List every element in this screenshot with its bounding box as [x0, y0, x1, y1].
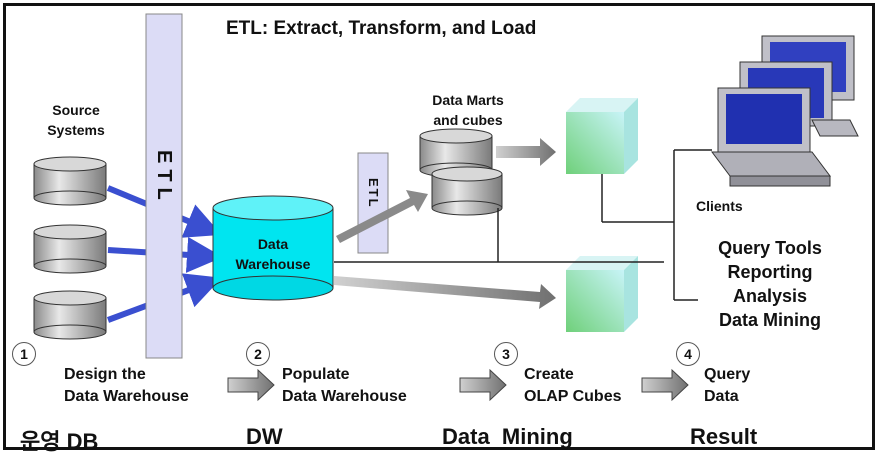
- category-dw: DW: [246, 424, 283, 449]
- data-marts-label: Data Marts and cubes: [432, 92, 504, 128]
- diagram-title: ETL: Extract, Transform, and Load: [226, 18, 537, 39]
- data-mart-cylinder-2: [431, 166, 503, 216]
- client-tools-list: Query Tools Reporting Analysis Data Mini…: [690, 236, 850, 332]
- step-4-number: 4: [676, 342, 700, 366]
- category-data-mining: Data Mining: [442, 424, 573, 449]
- category-operational-db: 운영 DB: [20, 429, 99, 454]
- step-3-label: Create OLAP Cubes: [524, 366, 622, 405]
- step-3-number: 3: [494, 342, 518, 366]
- source-db-2: [33, 224, 107, 274]
- client-tool-data-mining: Data Mining: [719, 310, 821, 330]
- client-tool-analysis: Analysis: [732, 286, 808, 306]
- source-db-1: [33, 156, 107, 206]
- source-db-3: [33, 290, 107, 340]
- etl-small-box: [357, 152, 389, 254]
- etl-small-label: ETL: [366, 178, 381, 209]
- client-tool-query: Query Tools: [718, 238, 822, 258]
- step-1-label: Design the Data Warehouse: [64, 366, 189, 405]
- arrow-to-cube-2: [334, 276, 556, 309]
- source-systems-label: Source Systems: [47, 102, 105, 138]
- olap-cube-2: [566, 256, 638, 332]
- step-2-number: 2: [246, 342, 270, 366]
- client-computers-icon: [711, 35, 859, 187]
- step-arrow-1: [227, 368, 275, 402]
- olap-cube-1: [566, 98, 638, 174]
- client-tool-reporting: Reporting: [727, 262, 813, 282]
- step-2-label: Populate Data Warehouse: [282, 366, 407, 405]
- warehouse-label: Data Warehouse: [235, 236, 311, 272]
- category-result: Result: [690, 424, 758, 449]
- step-arrow-3: [641, 368, 689, 402]
- clients-label: Clients: [696, 198, 743, 214]
- etl-bar: [145, 13, 183, 359]
- data-warehouse-cylinder: [212, 195, 334, 301]
- step-4-label: Query Data: [704, 366, 751, 405]
- client-connectors: [334, 149, 712, 301]
- step-1-number: 1: [12, 342, 36, 366]
- arrow-to-marts: [336, 190, 428, 243]
- arrow-to-cube-1: [496, 138, 556, 166]
- etl-bar-label: ETL: [153, 150, 175, 206]
- step-arrow-2: [459, 368, 507, 402]
- diagram-frame: [3, 3, 875, 450]
